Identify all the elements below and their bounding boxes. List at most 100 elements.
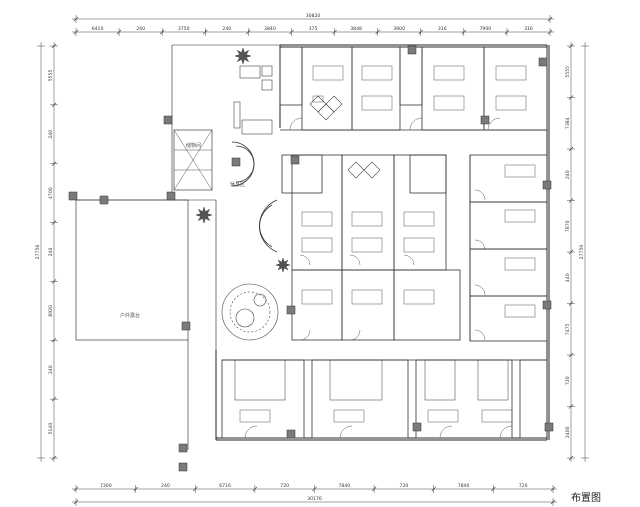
circular-lounge-seating: [221, 283, 279, 341]
door-swing: [244, 425, 258, 439]
treatment-bed: [504, 164, 536, 178]
treatment-bed: [239, 409, 271, 423]
door-swing: [439, 425, 453, 439]
right-dimension-segment-label: 720: [565, 376, 571, 385]
treatment-bed: [312, 65, 344, 81]
corridor-label: 休息区: [230, 181, 245, 188]
plant-icon: [275, 257, 291, 273]
treatment-bed: [495, 65, 527, 81]
column-marker: [542, 300, 552, 310]
treatment-bed: [301, 289, 333, 305]
treatment-bed: [427, 409, 459, 423]
plant-icon: [195, 206, 213, 224]
storage-room-label: 储物间: [186, 142, 201, 149]
terrace-label: 户外露台: [120, 312, 140, 319]
door-swing: [409, 117, 423, 131]
reception-counter: [231, 141, 278, 253]
top-dimension-total-label: 30820: [306, 13, 321, 19]
column-marker: [231, 157, 241, 167]
right-dimension-total-label: 27750: [579, 245, 585, 260]
drawing-title: 布置图: [571, 493, 601, 504]
bottom-dimension-segment-label: 6716: [219, 483, 231, 489]
door-swing: [474, 189, 486, 201]
door-swing: [487, 117, 501, 131]
treatment-bed: [361, 95, 393, 111]
door-swing: [403, 254, 415, 266]
treatment-beds: [239, 65, 536, 423]
bottom-dimension-segment-label: 720: [280, 483, 289, 489]
treatment-bed: [433, 65, 465, 81]
left-dimension-segment-label: 8920: [48, 305, 54, 317]
top-dimension-segment-label: 316: [524, 26, 533, 32]
treatment-bed: [495, 95, 527, 111]
door-swing: [289, 117, 303, 131]
treatment-bed: [301, 237, 333, 253]
treatment-bed: [504, 304, 536, 318]
bottom-dimension-segment-label: 7840: [338, 483, 350, 489]
left-dimension-segment-label: 240: [48, 248, 54, 257]
bottom-dimension-segment-label: 7300: [100, 483, 112, 489]
middle-room-block: [281, 154, 461, 341]
right-room-column: [469, 154, 548, 342]
top-dimension-segment-label: 316: [438, 26, 447, 32]
column-marker: [68, 191, 78, 201]
column-marker: [166, 191, 176, 201]
right-dimension-segment-label: 7384: [565, 117, 571, 129]
treatment-bed: [403, 237, 435, 253]
treatment-bed: [333, 409, 365, 423]
upper-room-row: [279, 46, 548, 131]
bottom-dimension-segment-label: 720: [519, 483, 528, 489]
treatment-bed: [481, 409, 513, 423]
column-marker: [480, 115, 490, 125]
top-dimension-segment-label: 240: [136, 26, 145, 32]
treatment-bed: [504, 209, 536, 223]
treatment-bed: [351, 237, 383, 253]
right-dimension-segment-label: 440: [565, 273, 571, 282]
top-dimension-segment-label: 240: [222, 26, 231, 32]
door-swing: [474, 239, 486, 251]
door-swing: [349, 329, 361, 341]
bottom-dimension-segment-label: 720: [400, 483, 409, 489]
left-dimension-segment-label: 240: [48, 365, 54, 374]
top-dimension-segment-label: 3750: [178, 26, 190, 32]
bottom-dimension-segment-label: 7840: [458, 483, 470, 489]
door-swings: [244, 117, 513, 439]
door-swing: [299, 329, 311, 341]
column-marker: [542, 180, 552, 190]
column-marker: [412, 422, 422, 432]
left-dimension-segment-label: 5555: [48, 70, 54, 82]
top-dimension-segment-label: 3848: [350, 26, 362, 32]
right-dimension-segment-label: 240: [565, 170, 571, 179]
top-dimension-segment-label: 3840: [264, 26, 276, 32]
treatment-bed: [504, 257, 536, 271]
lower-room-row: [221, 359, 548, 439]
treatment-bed: [361, 65, 393, 81]
top-dimension-segment-label: 6410: [92, 26, 104, 32]
left-dimension-segment-label: 240: [48, 130, 54, 139]
left-dimension-total-label: 27756: [35, 245, 41, 260]
column-marker: [407, 45, 417, 55]
bottom-dimension-total-label: 30176: [307, 496, 322, 502]
decorative-plants: [195, 47, 291, 273]
top-dimension-segment-label: 7900: [480, 26, 492, 32]
office-furniture: [233, 65, 381, 179]
column-marker: [544, 422, 554, 432]
column-marker: [163, 115, 173, 125]
top-dimension-segment-label: 3900: [393, 26, 405, 32]
door-swing: [474, 284, 486, 296]
treatment-bed: [403, 211, 435, 227]
structural-columns: [68, 45, 554, 472]
column-marker: [538, 57, 548, 67]
treatment-bed: [312, 95, 324, 103]
door-swing: [349, 254, 361, 266]
right-dimension-segment-label: 7475: [565, 323, 571, 335]
right-dimension-segment-label: 7870: [565, 220, 571, 232]
column-marker: [286, 429, 296, 439]
left-dimension-segment-label: 4700: [48, 187, 54, 199]
